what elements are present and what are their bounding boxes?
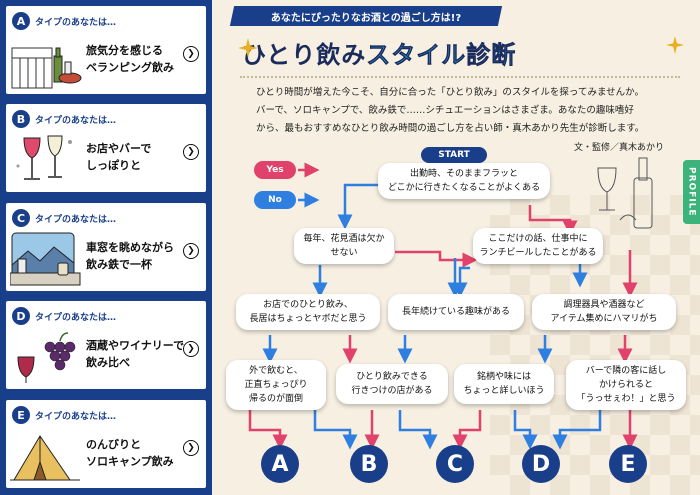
question-node-4c[interactable]: 銘柄や味には ちょっと詳しいほう	[454, 364, 554, 404]
title-part2: スタイル診断	[366, 41, 517, 70]
no-legend: No	[254, 191, 296, 209]
type-letter-badge: B	[12, 110, 30, 128]
type-tag: タイプのあなたは…	[35, 115, 117, 126]
balcony-icon	[11, 47, 82, 89]
result-c-badge[interactable]: C	[436, 445, 474, 483]
question-node-1[interactable]: 出勤時、そのままフラッと どこかに行きたくなることがよくある	[378, 163, 550, 199]
type-tag: タイプのあなたは…	[35, 312, 117, 323]
chevron-right-icon[interactable]: ❯	[183, 243, 199, 259]
type-letter-badge: A	[12, 12, 30, 30]
question-node-2b[interactable]: ここだけの話、仕事中に ランチビールしたことがある	[473, 228, 603, 264]
question-node-2a[interactable]: 毎年、花見酒は欠かせない	[294, 228, 394, 264]
profile-tab[interactable]: PROFILE	[683, 160, 700, 224]
card-head: B タイプのあなたは…	[12, 110, 116, 128]
type-card-a[interactable]: A タイプのあなたは… 旅気分を感じる ベランピング飲み ❯	[6, 6, 206, 94]
intro-line: バーで、ソロキャンプで、飲み鉄で……シチュエーションはさまざま。あなたの趣味嗜好	[256, 105, 634, 116]
train-window-icon	[10, 232, 81, 286]
chevron-right-icon[interactable]: ❯	[183, 144, 199, 160]
diagnosis-panel: あなたにぴったりなお酒との過ごし方は!? ひとり飲み スタイル診断 ひとり時間が…	[212, 0, 700, 495]
chevron-right-icon[interactable]: ❯	[183, 440, 199, 456]
title-part1: ひとり飲み	[242, 41, 367, 69]
type-card-b[interactable]: B タイプのあなたは… お店やバーで しっぽりと ❯	[6, 104, 206, 192]
intro-line: から、最もおすすめなひとり飲み時間の過ごし方を占い師・真木あかり先生が診断します…	[256, 123, 645, 134]
type-tag: タイプのあなたは…	[35, 411, 117, 422]
wine-glass-icon	[16, 135, 72, 180]
type-card-d[interactable]: D タイプのあなたは… 酒蔵やワイナリーで 飲み比べ ❯	[6, 301, 206, 389]
type-letter-badge: D	[12, 307, 30, 325]
chevron-right-icon[interactable]: ❯	[183, 46, 199, 62]
tent-icon	[10, 435, 80, 481]
type-tag: タイプのあなたは…	[35, 214, 117, 225]
question-node-3c[interactable]: 調理器具や酒器など アイテム集めにハマリがち	[532, 294, 676, 330]
type-card-e[interactable]: E タイプのあなたは… のんびりと ソロキャンプ飲み ❯	[6, 400, 206, 488]
page-title: ひとり飲み スタイル診断	[242, 30, 516, 70]
credit-text: 文・監修／真木あかり	[574, 143, 665, 153]
type-sidebar: A タイプのあなたは… 旅気分を感じる ベランピング飲み ❯ B タイプのあなた…	[0, 0, 212, 495]
type-title: お店やバーで しっぽりと	[86, 142, 152, 172]
card-head: E タイプのあなたは…	[12, 406, 116, 424]
chevron-right-icon[interactable]: ❯	[183, 341, 199, 357]
type-title: のんびりと ソロキャンプ飲み	[86, 438, 174, 468]
question-node-3b[interactable]: 長年続けている趣味がある	[388, 294, 524, 330]
type-tag: タイプのあなたは…	[35, 17, 117, 28]
dotted-divider	[240, 76, 680, 78]
wine-sketch-icon	[597, 157, 653, 229]
intro-line: ひとり時間が増えた今こそ、自分に合った「ひとり飲み」のスタイルを探ってみませんか…	[256, 87, 644, 98]
result-e-badge[interactable]: E	[609, 445, 647, 483]
start-label: START	[421, 147, 487, 163]
card-head: A タイプのあなたは…	[12, 12, 116, 30]
card-head: D タイプのあなたは…	[12, 307, 116, 325]
question-node-4a[interactable]: 外で飲むと、 正直ちょっぴり 帰るのが面倒	[226, 360, 326, 410]
yes-legend: Yes	[254, 161, 296, 179]
type-title: 車窓を眺めながら 飲み鉄で一杯	[86, 241, 174, 271]
intro-text: ひとり時間が増えた今こそ、自分に合った「ひとり飲み」のスタイルを探ってみませんか…	[256, 84, 696, 138]
result-b-badge[interactable]: B	[350, 445, 388, 483]
sparkle-icon	[666, 36, 684, 54]
grapes-icon	[17, 332, 76, 383]
type-title: 旅気分を感じる ベランピング飲み	[86, 44, 174, 74]
type-letter-badge: E	[12, 406, 30, 424]
card-head: C タイプのあなたは…	[12, 209, 116, 227]
type-card-c[interactable]: C タイプのあなたは… 車窓を眺めながら 飲み鉄で一杯 ❯	[6, 203, 206, 291]
type-letter-badge: C	[12, 209, 30, 227]
question-node-4b[interactable]: ひとり飲みできる 行きつけの店がある	[336, 364, 448, 404]
sparkle-icon	[238, 38, 258, 58]
question-node-4d[interactable]: バーで隣の客に話し かけられると 「うっせぇわ！」と思う	[566, 360, 686, 410]
type-title: 酒蔵やワイナリーで 飲み比べ	[86, 339, 185, 369]
question-node-3a[interactable]: お店でのひとり飲み、 長居はちょっとヤボだと思う	[236, 294, 380, 330]
result-d-badge[interactable]: D	[522, 445, 560, 483]
result-a-badge[interactable]: A	[261, 445, 299, 483]
